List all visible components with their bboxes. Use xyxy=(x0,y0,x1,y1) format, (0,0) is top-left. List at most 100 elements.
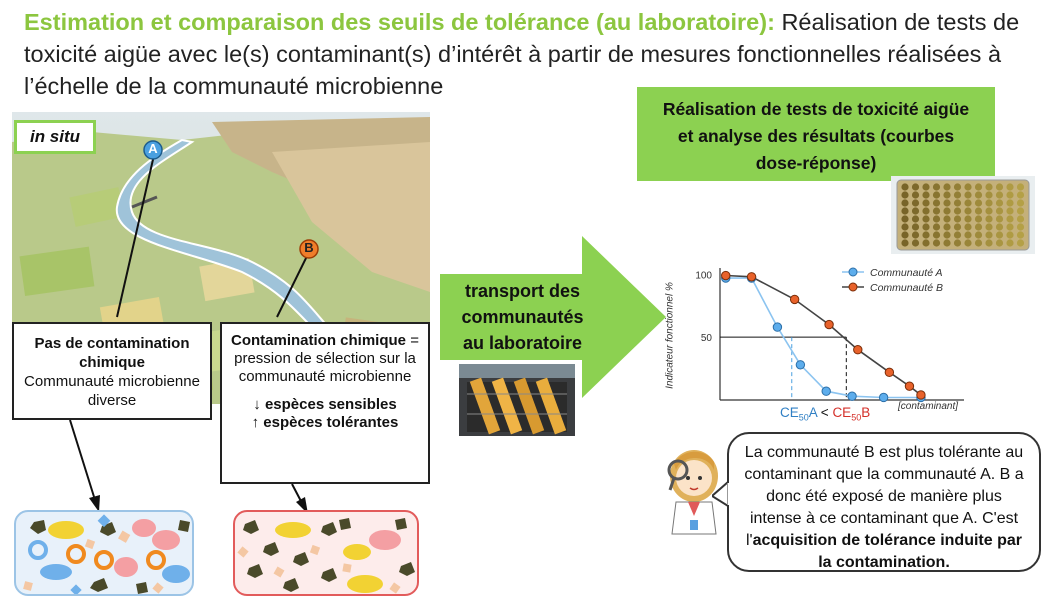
plate-well xyxy=(974,223,983,231)
plate-well xyxy=(974,191,983,199)
data-point-a xyxy=(878,392,889,403)
box-b-text: = pression de sélection sur la communaut… xyxy=(234,332,419,385)
ce50a-suffix: A xyxy=(808,405,818,420)
conclusion-bubble: La communauté B est plus tolérante au co… xyxy=(727,432,1041,572)
legend-label: Communauté B xyxy=(870,282,943,294)
plate-well xyxy=(911,207,920,215)
legend-marker xyxy=(848,282,858,292)
ce50b-sub: 50 xyxy=(851,412,862,423)
plate-well xyxy=(985,239,993,247)
plate-well xyxy=(1006,223,1014,231)
plate-well xyxy=(922,231,930,239)
plate-well xyxy=(1006,183,1014,191)
plate-well xyxy=(964,183,972,191)
plate-well xyxy=(1006,207,1014,215)
ce50-comparison: CE50A < CE50B xyxy=(780,405,870,423)
plate-well xyxy=(974,199,983,207)
plate-well xyxy=(1016,215,1025,223)
scientist-icon xyxy=(664,436,728,536)
plate-well xyxy=(953,239,962,247)
plate-well xyxy=(964,231,972,239)
plate-well xyxy=(995,183,1004,191)
page-title: Estimation et comparaison des seuils de … xyxy=(24,6,1034,102)
plate-well xyxy=(943,239,951,247)
legend-marker xyxy=(848,267,858,277)
bubble-tail xyxy=(712,480,731,508)
plate-well xyxy=(932,239,941,247)
transport-label: transport des communautés au laboratoire xyxy=(461,281,584,353)
data-point-a xyxy=(821,386,831,396)
ce50-lt: < xyxy=(817,405,833,420)
plate-well xyxy=(995,207,1004,215)
no-contamination-box: Pas de contamination chimique Communauté… xyxy=(12,322,212,420)
data-point-a xyxy=(847,391,857,401)
plate-well xyxy=(922,199,930,207)
data-point-b xyxy=(884,367,895,378)
conclusion-bold: acquisition de tolérance induite par la … xyxy=(752,532,1022,571)
plate-well xyxy=(1016,207,1025,215)
plate-well xyxy=(1006,231,1014,239)
plate-well xyxy=(932,223,941,231)
plate-well xyxy=(995,223,1004,231)
plate-well xyxy=(964,239,972,247)
plate-well xyxy=(922,223,930,231)
data-point-b xyxy=(789,294,800,305)
plate-well xyxy=(985,231,993,239)
plate-well xyxy=(922,191,930,199)
plate-well xyxy=(932,191,941,199)
plate-well xyxy=(953,191,962,199)
community-a-illustration xyxy=(14,510,194,596)
plate-well xyxy=(901,215,909,223)
plate-well xyxy=(953,223,962,231)
plate-well xyxy=(985,207,993,215)
site-a-marker: A xyxy=(148,141,158,156)
plate-well xyxy=(943,191,951,199)
plate-well xyxy=(1006,191,1014,199)
data-point-b xyxy=(853,345,863,355)
plate-well xyxy=(964,215,972,223)
community-b-illustration xyxy=(233,510,419,596)
plate-well xyxy=(901,207,909,215)
box-b-title: Contamination chimique xyxy=(231,332,407,349)
plate-well xyxy=(932,207,941,215)
plate-well xyxy=(985,183,993,191)
series-line-a xyxy=(725,277,921,399)
data-point-b xyxy=(746,272,757,282)
plate-well xyxy=(985,199,993,207)
plate-well xyxy=(985,215,993,223)
title-text: Réalisation de tests de toxicité aigüe a… xyxy=(24,9,1020,99)
data-point-b xyxy=(824,319,834,330)
plate-well xyxy=(1016,191,1025,199)
data-point-a xyxy=(795,360,806,370)
plate-well xyxy=(1016,223,1025,231)
ce50b-suffix: B xyxy=(861,405,871,420)
transport-arrow xyxy=(440,236,666,398)
plate-well xyxy=(911,183,920,191)
plate-well xyxy=(932,183,941,191)
plate-well xyxy=(943,223,951,231)
box-a-title: Pas de contamination chimique xyxy=(34,335,190,371)
plate-well xyxy=(964,223,972,231)
legend-label: Communauté A xyxy=(870,267,943,279)
ce50a-ce: CE xyxy=(780,405,799,420)
plate-well xyxy=(953,199,962,207)
plate-well xyxy=(911,199,920,207)
plate-well xyxy=(953,207,962,215)
plate-well xyxy=(911,231,920,239)
plate-well xyxy=(964,191,972,199)
data-point-b xyxy=(916,390,926,400)
plate-well xyxy=(901,239,909,247)
chart-ylabel: Indicateur fonctionnel % xyxy=(664,282,676,389)
plate-well xyxy=(901,191,909,199)
site-b-marker: B xyxy=(304,240,314,255)
toxicity-test-box: Réalisation de tests de toxicité aigüe e… xyxy=(637,87,995,181)
plate-well xyxy=(901,223,909,231)
in-situ-label: in situ xyxy=(14,120,96,154)
ce50b-ce: CE xyxy=(832,405,852,420)
data-point-b xyxy=(721,270,731,281)
plate-well xyxy=(922,207,930,215)
chart-xlabel: [contaminant] xyxy=(898,401,959,412)
transport-photo xyxy=(459,364,575,436)
